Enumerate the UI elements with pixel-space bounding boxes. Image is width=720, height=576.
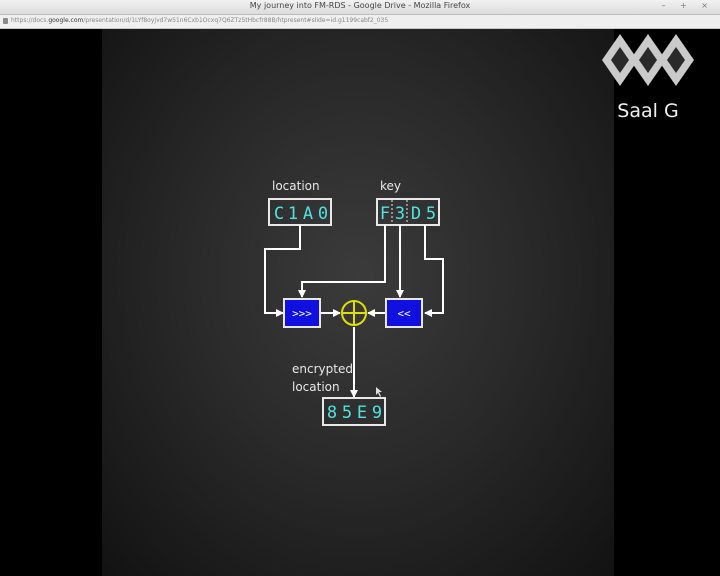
location-digit-1: C [274,204,284,224]
encrypted-label-line1: encrypted [292,362,353,376]
window-title: My journey into FM-RDS - Google Drive - … [249,1,471,10]
window-controls[interactable]: – + × [661,1,714,10]
location-digit-2: 1 [288,204,298,224]
channel-logo-icon [602,34,694,86]
rotate-left-label: << [397,307,411,320]
location-label: location [272,179,320,193]
key-nibble-low-arrow [424,225,444,317]
rotate-left-box [385,298,423,328]
location-digit-3: A [303,204,313,224]
url-bar[interactable]: https://docs.google.com/presentation/d/1… [0,15,720,29]
key-box [376,198,440,226]
url-prefix: https://docs. [11,17,49,24]
key-digit-3: D [411,204,421,224]
mouse-cursor-icon [376,387,382,397]
key-nibble1-arrow [298,225,386,298]
encrypted-digit-2: 5 [342,403,352,423]
url-text[interactable]: https://docs.google.com/presentation/d/1… [11,17,388,24]
lock-icon [3,18,8,24]
url-domain: google.com [48,17,84,24]
url-suffix: /presentation/d/1LYf8oyjvd7w51n6Cxb1Ocxq… [83,17,389,24]
key-digit-4: 5 [426,204,436,224]
channel-logo-text: Saal G [617,100,679,122]
rotate-right-box [283,298,321,328]
encrypted-label-line2: location [292,380,340,394]
encrypted-digit-1: 8 [327,403,337,423]
window-titlebar: My journey into FM-RDS - Google Drive - … [0,0,720,15]
location-digit-4: 0 [318,204,328,224]
encrypted-digit-3: E [357,403,367,423]
presentation-stage: location key C 1 A 0 F 3 D 5 >>> << [0,29,720,576]
key-digit-1: F [380,204,390,224]
encrypted-digit-4: 9 [372,403,382,423]
key-digit-2: 3 [395,204,405,224]
location-to-rotate-right-arrow [264,225,301,317]
encrypted-box [322,397,386,426]
rotate-right-label: >>> [292,307,312,320]
cipher-diagram: location key C 1 A 0 F 3 D 5 >>> << [264,179,444,426]
key-label: key [380,179,401,193]
